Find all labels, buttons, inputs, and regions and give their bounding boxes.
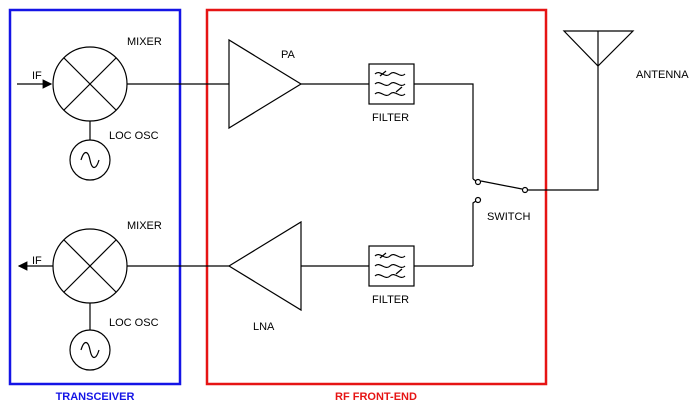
switch-tx-stub: [472, 178, 477, 182]
filter-bottom-label: FILTER: [372, 294, 409, 306]
if-out-label: IF: [32, 255, 42, 267]
switch-label: SWITCH: [487, 211, 530, 223]
transceiver-title: TRANSCEIVER: [56, 391, 135, 403]
filter-top-icon: [368, 63, 415, 105]
filter-bottom-icon: [368, 245, 415, 287]
pa-amplifier-icon: [228, 38, 303, 130]
filter-top-label: FILTER: [372, 112, 409, 124]
lna-label: LNA: [253, 321, 275, 333]
if-in-label: IF: [32, 70, 42, 82]
rf-front-end-title: RF FRONT-END: [335, 391, 417, 403]
oscillator-bottom-icon: [69, 329, 111, 371]
mixer-bottom-icon: [52, 228, 128, 304]
oscillator-top-icon: [69, 139, 111, 181]
switch-to-antenna-wire: [528, 66, 599, 191]
mixer-bottom-label: MIXER: [127, 220, 162, 232]
locosc-top-label: LOC OSC: [109, 130, 159, 142]
filter-to-switch-tx-wire: [414, 83, 474, 179]
antenna-icon: [562, 30, 635, 67]
locosc-bottom-label: LOC OSC: [109, 317, 159, 329]
rf-front-end-box: [205, 8, 548, 386]
lna-amplifier-icon: [227, 220, 302, 312]
mixer-top-label: MIXER: [127, 36, 162, 48]
antenna-label: ANTENNA: [636, 69, 689, 81]
switch-rx-stub: [472, 200, 477, 266]
switch-icon: [474, 178, 529, 204]
pa-label: PA: [281, 49, 296, 61]
mixer-top-icon: [52, 46, 128, 122]
transceiver-box: [8, 8, 182, 386]
